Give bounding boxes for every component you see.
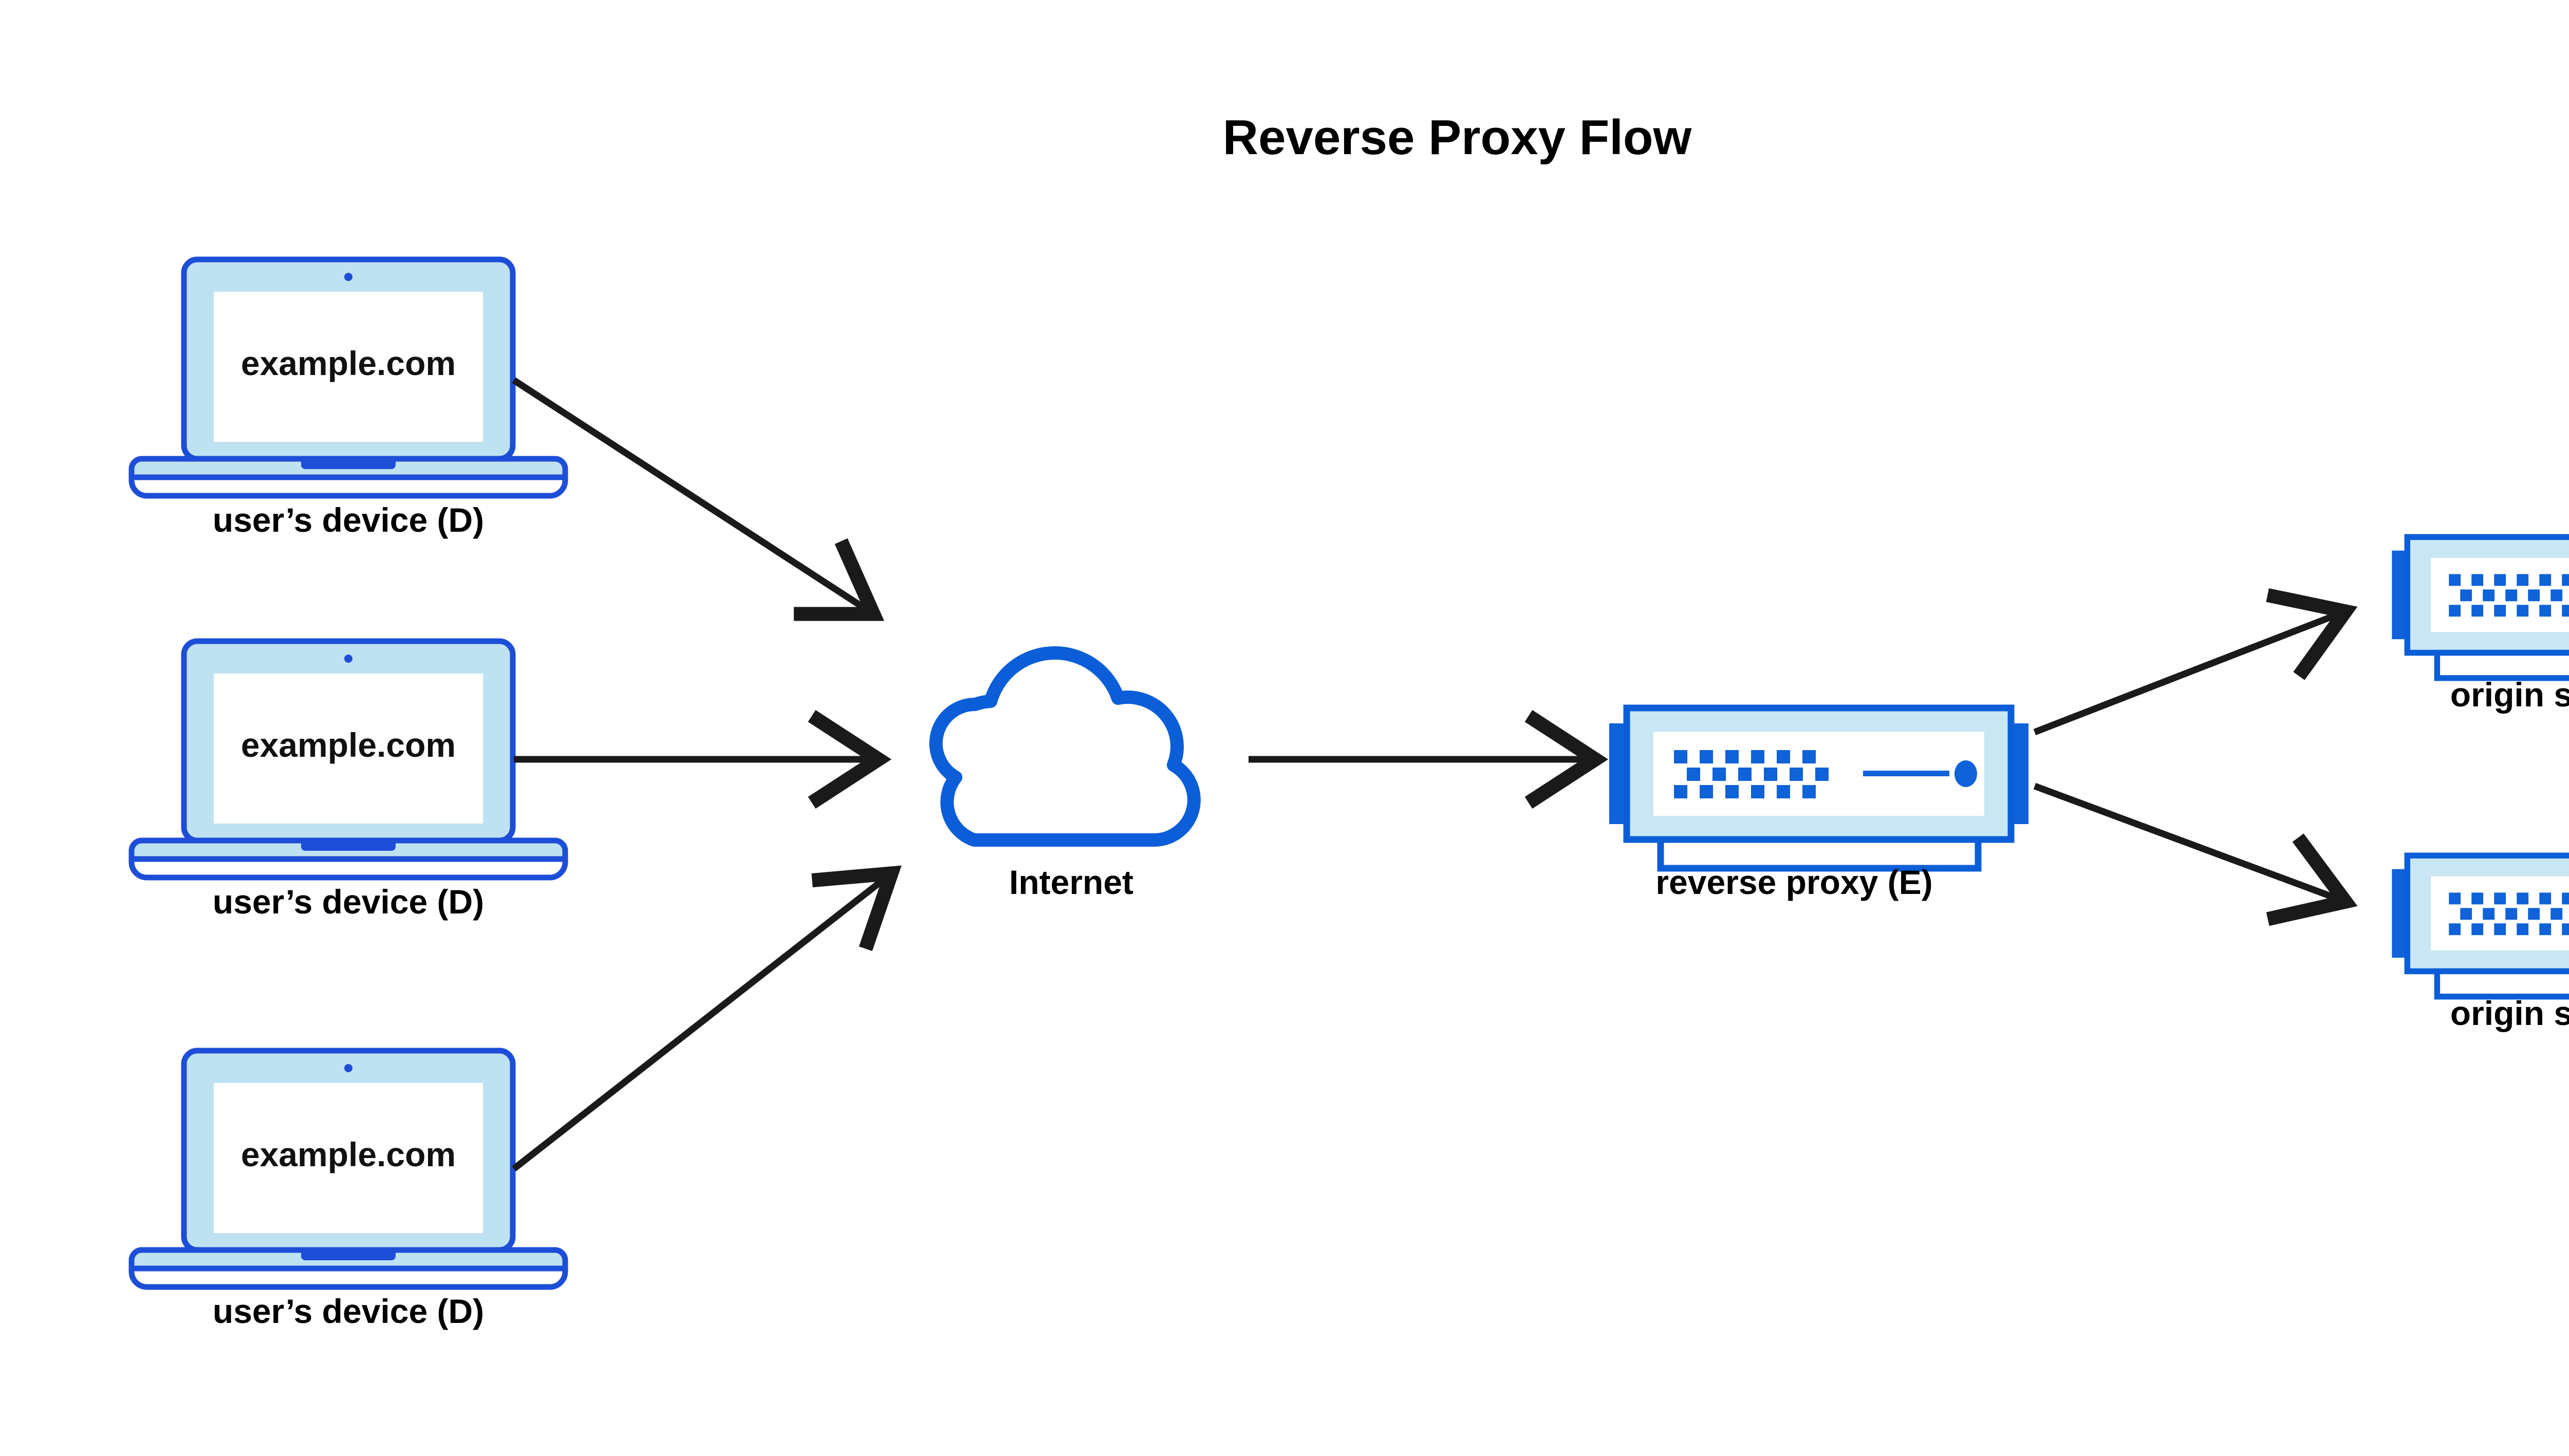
node-label-client-2: user’s device (D) bbox=[213, 883, 484, 921]
edge-client3-internet bbox=[511, 865, 902, 1172]
node-label-internet: Internet bbox=[1009, 863, 1133, 901]
client-screen-url: example.com bbox=[241, 344, 456, 382]
client-screen-url: example.com bbox=[241, 726, 456, 764]
node-client-2[interactable]: example.com user’s device (D) bbox=[132, 641, 565, 921]
node-origin-1[interactable]: origin server (F) bbox=[2392, 537, 2569, 714]
client-screen-url: example.com bbox=[241, 1135, 456, 1173]
node-label-client-1: user’s device (D) bbox=[213, 501, 484, 539]
edge-proxy-origin2 bbox=[2033, 782, 2358, 926]
node-label-reverse-proxy: reverse proxy (E) bbox=[1655, 863, 1932, 901]
edge-client1-internet bbox=[512, 377, 884, 621]
node-label-origin-1: origin server (F) bbox=[2450, 676, 2569, 714]
node-label-client-3: user’s device (D) bbox=[213, 1292, 484, 1330]
edge-proxy-origin1 bbox=[2033, 588, 2358, 736]
node-client-1[interactable]: example.com user’s device (D) bbox=[132, 259, 565, 539]
node-internet[interactable]: Internet bbox=[936, 653, 1194, 901]
node-client-3[interactable]: example.com user’s device (D) bbox=[132, 1051, 565, 1330]
page-title: Reverse Proxy Flow bbox=[1223, 110, 1692, 165]
node-origin-2[interactable]: origin server (F) bbox=[2392, 855, 2569, 1032]
node-label-origin-2: origin server (F) bbox=[2450, 994, 2569, 1032]
server-icon bbox=[2392, 855, 2569, 997]
cloud-icon bbox=[936, 653, 1194, 840]
node-reverse-proxy[interactable]: reverse proxy (E) bbox=[1609, 708, 2028, 901]
server-icon bbox=[2392, 537, 2569, 678]
server-icon bbox=[1609, 708, 2028, 868]
